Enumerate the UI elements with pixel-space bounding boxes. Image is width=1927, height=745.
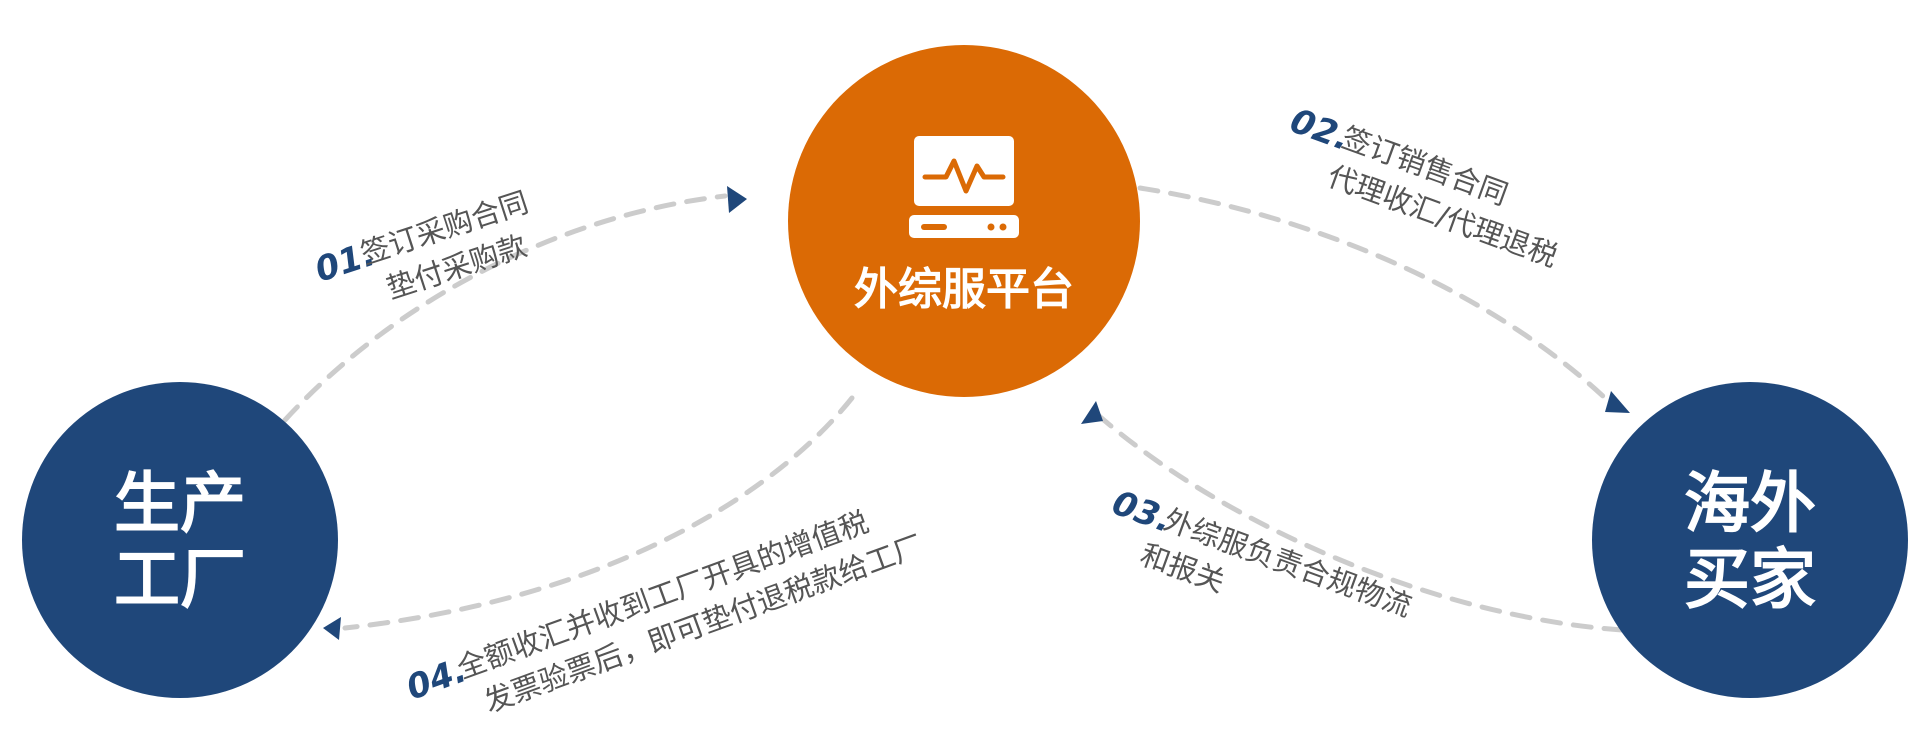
buyer-circle (1592, 382, 1908, 698)
platform-label: 外综服平台 (854, 264, 1074, 315)
arrowhead-02 (1605, 391, 1630, 413)
buyer-node: 海外 买家 (1592, 382, 1908, 698)
flow-arc-02 (1137, 185, 1608, 401)
factory-label-line2: 工厂 (114, 541, 246, 618)
monitor-pulse-icon (909, 136, 1019, 238)
step-04: 04. 全额收汇并收到工厂开具的增值税 发票验票后，即可垫付退税款给工厂 (401, 505, 927, 719)
factory-circle (22, 382, 338, 698)
flow-arc-04 (342, 395, 855, 631)
arrowhead-03 (1081, 401, 1103, 424)
factory-node: 生产 工厂 (22, 382, 338, 698)
arrowhead-01 (727, 186, 747, 213)
buyer-label-line2: 买家 (1684, 541, 1816, 618)
flow-arc-03 (1095, 412, 1625, 633)
arrowhead-04 (323, 617, 341, 640)
factory-label-line1: 生产 (114, 465, 246, 542)
flow-arc-01 (282, 193, 728, 423)
buyer-label-line1: 海外 (1684, 465, 1816, 542)
step-02: 02. 签订销售合同 代理收汇/代理退税 (1285, 101, 1562, 274)
platform-node: 外综服平台 (788, 45, 1140, 397)
